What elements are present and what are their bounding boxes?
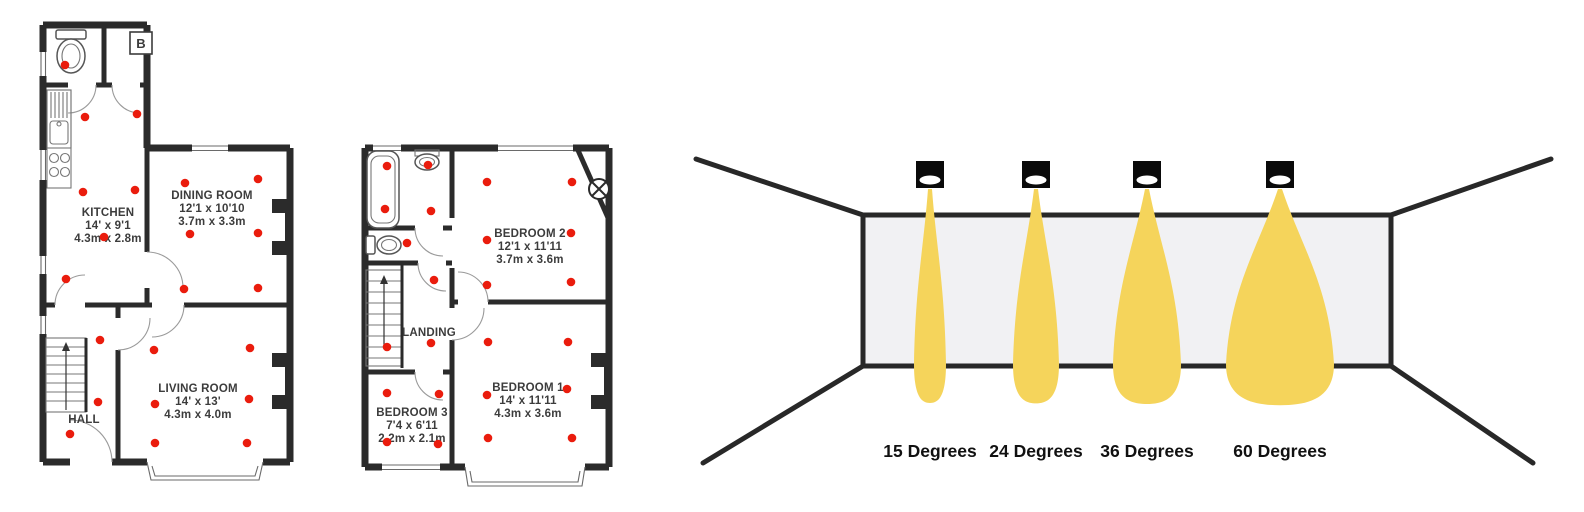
downlight-dot: [566, 228, 576, 238]
downlight-dot: [482, 235, 492, 245]
downlight-dot: [567, 433, 577, 443]
downlight-dot: [78, 187, 88, 197]
downlight-dot: [426, 338, 436, 348]
ground-floor-windows: [38, 52, 264, 481]
room-label-hall: HALL: [68, 414, 99, 426]
ceiling-light-icon: [588, 178, 610, 200]
downlight-dot: [242, 438, 252, 448]
downlight-dot: [60, 60, 70, 70]
downlight-dot: [382, 437, 392, 447]
light-beam-cone: [1113, 189, 1181, 405]
stair-direction-arrow-icon: [380, 275, 388, 284]
downlight-dot: [95, 335, 105, 345]
chimney-breast-first: [591, 353, 609, 409]
downlight-dot: [130, 185, 140, 195]
beam-angle-label: 24 Degrees: [989, 441, 1083, 461]
downlight-dot: [423, 160, 433, 170]
downlight-dot: [402, 238, 412, 248]
downlight-dot: [482, 390, 492, 400]
downlight-dot: [482, 280, 492, 290]
downlight-dot: [382, 388, 392, 398]
downlight-dot: [563, 337, 573, 347]
downlight-dot: [483, 433, 493, 443]
downlight-dot: [93, 397, 103, 407]
beam-angle-label: 60 Degrees: [1233, 441, 1327, 461]
boiler-cupboard: B: [129, 31, 153, 55]
staircase-first: [365, 265, 404, 368]
beam-angle-label: 36 Degrees: [1100, 441, 1194, 461]
downlight-dot: [179, 284, 189, 294]
kitchen-counter: [46, 89, 72, 189]
downlight-dot: [132, 109, 142, 119]
downlight-dot: [380, 204, 390, 214]
chimney-breasts: [272, 199, 290, 409]
first-floor-area: [365, 148, 609, 467]
room-label-landing: LANDING: [402, 327, 456, 339]
downlight-dot: [245, 343, 255, 353]
beam-angle-labels: 15 Degrees 24 Degrees 36 Degrees 60 Degrees: [883, 441, 1327, 461]
downlight-dot: [149, 345, 159, 355]
staircase-ground: [45, 337, 88, 413]
downlight-dot: [382, 161, 392, 171]
downlight-dot: [244, 394, 254, 404]
boiler-label: B: [136, 36, 145, 51]
first-floor-windows: [373, 143, 586, 487]
downlight-dot: [253, 228, 263, 238]
ground-floor-downlights: [60, 60, 263, 448]
downlight-lens: [1269, 175, 1291, 185]
downlight-dot: [99, 232, 109, 242]
downlight-dot: [562, 384, 572, 394]
downlight-dot: [185, 229, 195, 239]
downlight-dot: [150, 438, 160, 448]
beam-angle-label: 15 Degrees: [883, 441, 977, 461]
downlight-lens: [1025, 175, 1047, 185]
downlight-dot: [567, 177, 577, 187]
toilet-fixture-first: [365, 235, 402, 255]
first-floor-door-arcs: [414, 227, 489, 401]
beam-angle-diagram: 15 Degrees 24 Degrees 36 Degrees 60 Degrees: [693, 156, 1554, 466]
toilet-fixture: [55, 29, 87, 74]
downlight-dot: [253, 174, 263, 184]
downlight-dot: [433, 439, 443, 449]
downlight-dot: [483, 337, 493, 347]
downlight-dot: [180, 178, 190, 188]
light-beam-cone: [1013, 189, 1059, 404]
downlight-dot: [150, 399, 160, 409]
downlight-dot: [434, 389, 444, 399]
downlight-dot: [482, 177, 492, 187]
downlight-dot: [253, 283, 263, 293]
downlight-lens: [1136, 175, 1158, 185]
ground-floor-plan: B: [38, 21, 294, 481]
downlight-dot: [80, 112, 90, 122]
downlight-dot: [426, 206, 436, 216]
downlight-lens: [919, 175, 941, 185]
downlight-dot: [566, 277, 576, 287]
light-beam-cone: [914, 189, 946, 403]
downlight-dot: [65, 429, 75, 439]
light-beam-cone: [1226, 189, 1334, 406]
downlight-dot: [61, 274, 71, 284]
ground-floor-area: [43, 25, 290, 462]
stair-direction-arrow-icon: [62, 342, 70, 351]
room-perspective-lines: [693, 156, 1554, 466]
downlight-fixtures: [916, 161, 1294, 188]
downlight-dot: [429, 275, 439, 285]
bathtub-fixture: [366, 150, 400, 229]
light-beams: [914, 189, 1334, 406]
ground-floor-internal-walls: [43, 25, 290, 462]
downlight-dot: [382, 342, 392, 352]
first-floor-downlights: [380, 160, 577, 449]
